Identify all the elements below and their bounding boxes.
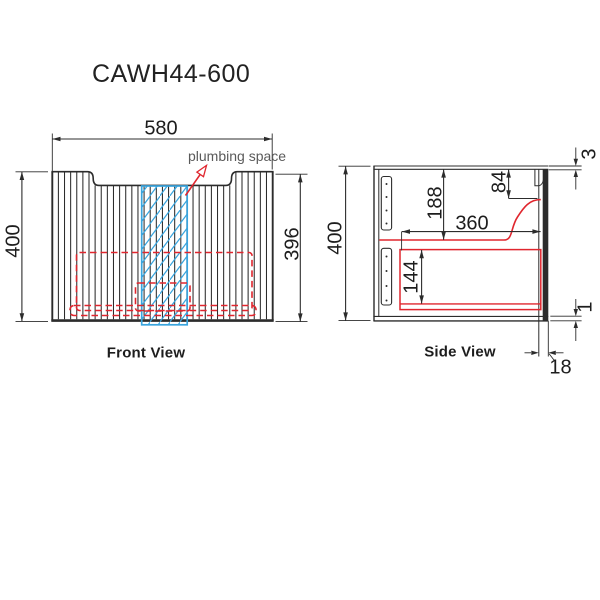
- side-1-value: 1: [574, 301, 596, 313]
- front-view-label: Front View: [106, 344, 186, 362]
- side-18-value: 18: [549, 356, 572, 379]
- side-dim-144: [419, 250, 424, 304]
- front-width-value: 580: [144, 117, 178, 139]
- side-188-value: 188: [424, 185, 446, 220]
- side-dim-1: [550, 299, 582, 341]
- side-front-panel: [542, 169, 549, 321]
- front-dim-height-left: [15, 171, 48, 322]
- drawing-title: CAWH44-600: [92, 60, 251, 88]
- side-144-value: 144: [400, 259, 423, 294]
- mounting-rails: [380, 175, 393, 306]
- front-dim-height-right: [275, 173, 308, 323]
- side-view-drawing: [338, 147, 582, 363]
- plumbing-space-zone: [140, 185, 189, 326]
- side-360-value: 360: [455, 212, 489, 235]
- side-internal-profile: [379, 198, 542, 311]
- front-view-drawing: [15, 133, 308, 326]
- side-view-label: Side View: [424, 343, 496, 361]
- front-front-height-value: 396: [281, 226, 303, 261]
- side-dim-height: [338, 165, 371, 322]
- plumbing-space-label: plumbing space: [188, 148, 287, 164]
- front-dim-width: [51, 133, 273, 171]
- drawer-box: [399, 248, 542, 311]
- side-3-value: 3: [578, 148, 600, 160]
- plumbing-leader-arrow: [184, 163, 208, 196]
- side-dim-3: [548, 147, 582, 190]
- front-height-value: 400: [2, 224, 24, 258]
- side-carcass: [373, 165, 549, 357]
- front-hidden-features: [69, 251, 257, 317]
- side-dim-188: [441, 169, 446, 240]
- side-height-value: 400: [324, 221, 347, 255]
- side-dim-84: [506, 169, 538, 199]
- side-dim-360: [401, 229, 541, 251]
- side-dim-18: [524, 350, 564, 363]
- side-84-value: 84: [488, 170, 510, 193]
